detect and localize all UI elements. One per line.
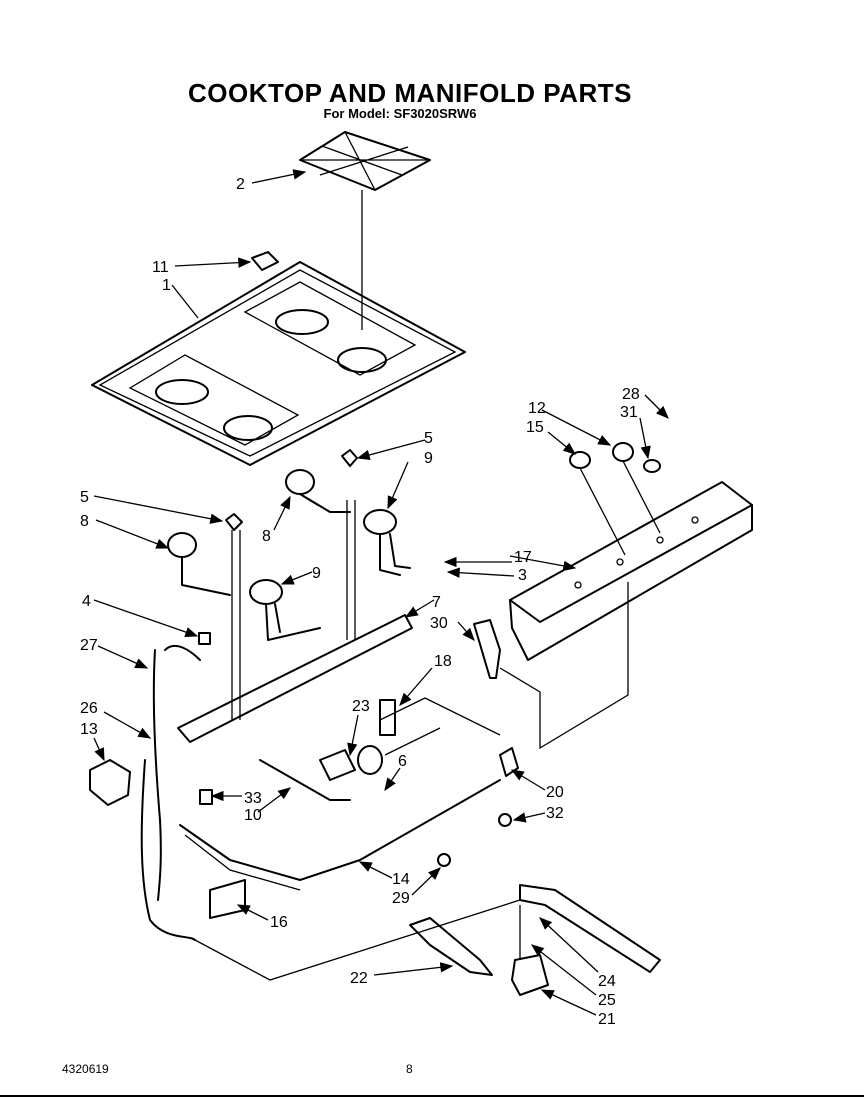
callout-label: 28 [622, 386, 640, 403]
screw-31-part [437, 853, 451, 867]
callout-label: 2 [236, 176, 245, 193]
callout-label: 5 [80, 489, 89, 506]
broiler-burner-assembly [194, 884, 661, 996]
control-knobs-parts [569, 442, 661, 556]
oven-outline-back [379, 697, 501, 736]
callout-label: 23 [352, 698, 370, 715]
front-burner-assembly [167, 513, 321, 720]
burner-grate-part [299, 131, 431, 330]
bottom-rule [0, 1095, 864, 1097]
callout-label: 14 [392, 871, 410, 888]
callout-label: 7 [432, 594, 441, 611]
cooktop-bracket-part [251, 251, 279, 271]
page-title: COOKTOP AND MANIFOLD PARTS [188, 78, 632, 108]
callout-leaders [93, 169, 669, 1016]
rear-burner-assembly [285, 449, 411, 640]
callout-labels: 2 11 1 5 9 5 8 8 9 17 3 4 7 30 27 18 23 … [80, 176, 640, 1028]
callout-label: 27 [80, 637, 98, 654]
callout-label: 17 [514, 549, 532, 566]
side-bracket-part [473, 619, 501, 679]
callout-label: 13 [80, 721, 98, 738]
burner-mounting-bracket-part [177, 614, 413, 743]
callout-label: 6 [398, 753, 407, 770]
callout-label: 30 [430, 615, 448, 632]
callout-label: 29 [392, 890, 410, 907]
callout-label: 4 [82, 593, 91, 610]
callout-label: 11 [152, 259, 169, 276]
igniter-bracket-part [499, 747, 519, 777]
orifice-nut-part [198, 632, 211, 645]
callout-label: 24 [598, 973, 616, 990]
callout-label: 8 [262, 528, 271, 545]
callout-label: 12 [528, 400, 546, 417]
oven-control-assembly [259, 699, 441, 801]
callout-label: 15 [526, 419, 544, 436]
page-number: 8 [406, 1062, 413, 1076]
callout-label: 1 [162, 277, 171, 294]
manifold-panel-part [509, 481, 753, 661]
callout-label: 9 [312, 565, 321, 582]
callout-label: 20 [546, 784, 564, 801]
callout-label: 32 [546, 805, 564, 822]
model-subtitle: For Model: SF3020SRW6 [323, 106, 477, 121]
callout-label: 16 [270, 914, 288, 931]
screw-32-part [498, 813, 512, 827]
callout-label: 33 [244, 790, 262, 807]
callout-label: 9 [424, 450, 433, 467]
oven-outline [499, 582, 629, 750]
callout-label: 10 [244, 807, 262, 824]
callout-label: 8 [80, 513, 89, 530]
callout-label: 31 [620, 404, 638, 421]
callout-label: 25 [598, 992, 616, 1009]
lower-tubing-assembly [89, 644, 501, 941]
document-number: 4320619 [62, 1062, 109, 1076]
callout-label: 21 [598, 1011, 616, 1028]
callout-label: 18 [434, 653, 452, 670]
cooktop-part [91, 261, 466, 466]
fitting-part [199, 789, 213, 805]
callout-label: 5 [424, 430, 433, 447]
callout-label: 22 [350, 970, 368, 987]
callout-label: 3 [518, 567, 527, 584]
callout-label: 26 [80, 700, 98, 717]
